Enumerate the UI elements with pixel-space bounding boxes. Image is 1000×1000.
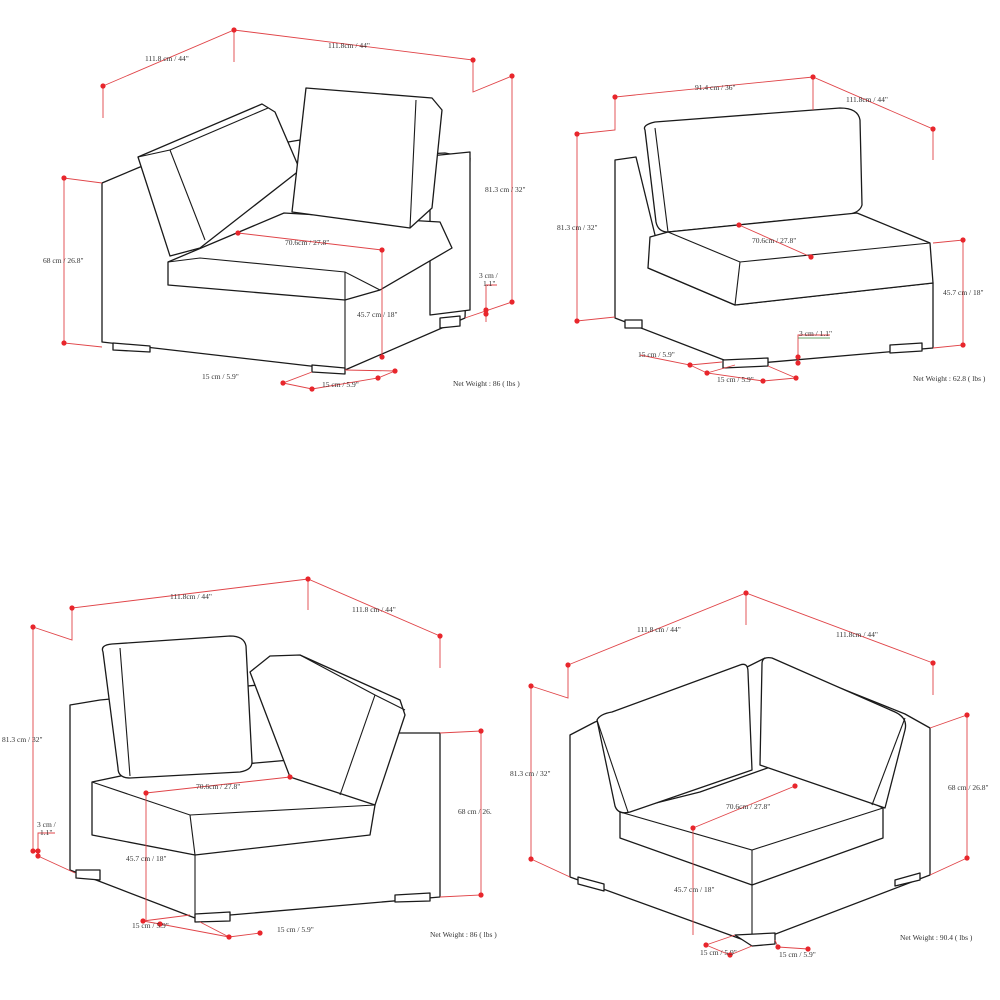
leg-height-label-2: 1.1": [40, 828, 52, 837]
leg-width-label: 15 cm / 5.9": [202, 372, 239, 381]
depth-label: 111.8 cm / 44": [352, 605, 396, 614]
chair-drawing: [101, 87, 471, 375]
seat-depth-label: 70.6cm / 27.8": [196, 782, 240, 791]
arm-height-label: 68 cm / 26.8": [948, 783, 989, 792]
leg-width-label: 15 cm / 5.9": [700, 948, 737, 957]
net-weight: Net Weight : 86 ( lbs ): [430, 930, 497, 939]
width-label: 111.8cm / 44": [328, 41, 370, 50]
width-label: 91.4 cm / 36": [695, 83, 736, 92]
height-label: 81.3 cm / 32": [557, 223, 598, 232]
leg-width-label: 15 cm / 5.9": [132, 921, 169, 930]
seat-height-label: 45.7 cm / 18": [126, 854, 167, 863]
dimension-points: [574, 74, 966, 384]
leg-depth-label: 15 cm / 5.9": [322, 380, 359, 389]
height-label: 81.3 cm / 32": [510, 769, 551, 778]
leg-width-label: 15 cm / 5.9": [638, 350, 675, 359]
seat-height-label: 45.7 cm / 18": [357, 310, 398, 319]
dimension-lines: [32, 578, 482, 938]
arm-height-label: 68 cm / 26.8": [43, 256, 84, 265]
seat-depth-label: 70.6cm / 27.8": [752, 236, 796, 245]
view-3-corner-chair-right: 111.8cm / 44" 111.8 cm / 44" 81.3 cm / 3…: [2, 576, 497, 940]
seat-height-label: 45.7 cm / 18": [943, 288, 984, 297]
leg-depth-label: 15 cm / 5.9": [277, 925, 314, 934]
net-weight: Net Weight : 86 ( lbs ): [453, 379, 520, 388]
width-label: 111.8cm / 44": [170, 592, 212, 601]
leg-height-label: 3 cm /: [479, 271, 499, 280]
leg-height-label: 3 cm /: [37, 820, 57, 829]
net-weight: Net Weight : 62.8 ( lbs ): [913, 374, 986, 383]
chair-drawing: [614, 107, 934, 369]
depth-right-label: 111.8cm / 44": [836, 630, 878, 639]
seat-height-label: 45.7 cm / 18": [674, 885, 715, 894]
view-2-armless-chair: 91.4 cm / 36" 111.8cm / 44" 81.3 cm / 32…: [557, 74, 986, 384]
dimension-points: [528, 590, 970, 958]
leg-height-label-2: 1.1": [483, 279, 495, 288]
seat-depth-label: 70.6cm / 27.8": [285, 238, 329, 247]
view-1-corner-chair-left: 111.8 cm / 44" 111.8cm / 44" 81.3 cm / 3…: [43, 27, 526, 392]
arm-height-label: 68 cm / 26.: [458, 807, 492, 816]
view-4-corner-chair: 111.8 cm / 44" 111.8cm / 44" 81.3 cm / 3…: [510, 590, 989, 959]
net-weight: Net Weight : 90.4 ( lbs ): [900, 933, 973, 942]
dimension-points: [30, 576, 484, 940]
leg-depth-label: 15 cm / 5.9": [779, 950, 816, 959]
seat-depth-label: 70.6cm / 27.8": [726, 802, 770, 811]
depth-left-label: 111.8 cm / 44": [637, 625, 681, 634]
height-label: 81.3 cm / 32": [485, 185, 526, 194]
depth-label: 111.8cm / 44": [846, 95, 888, 104]
dimension-points: [61, 27, 515, 392]
height-label: 81.3 cm / 32": [2, 735, 43, 744]
chair-drawing: [69, 635, 441, 923]
chair-drawing: [569, 656, 931, 947]
leg-depth-label: 15 cm / 5.9": [717, 375, 754, 384]
depth-label: 111.8 cm / 44": [145, 54, 189, 63]
leg-height-label: 3 cm / 1.1": [799, 329, 832, 338]
